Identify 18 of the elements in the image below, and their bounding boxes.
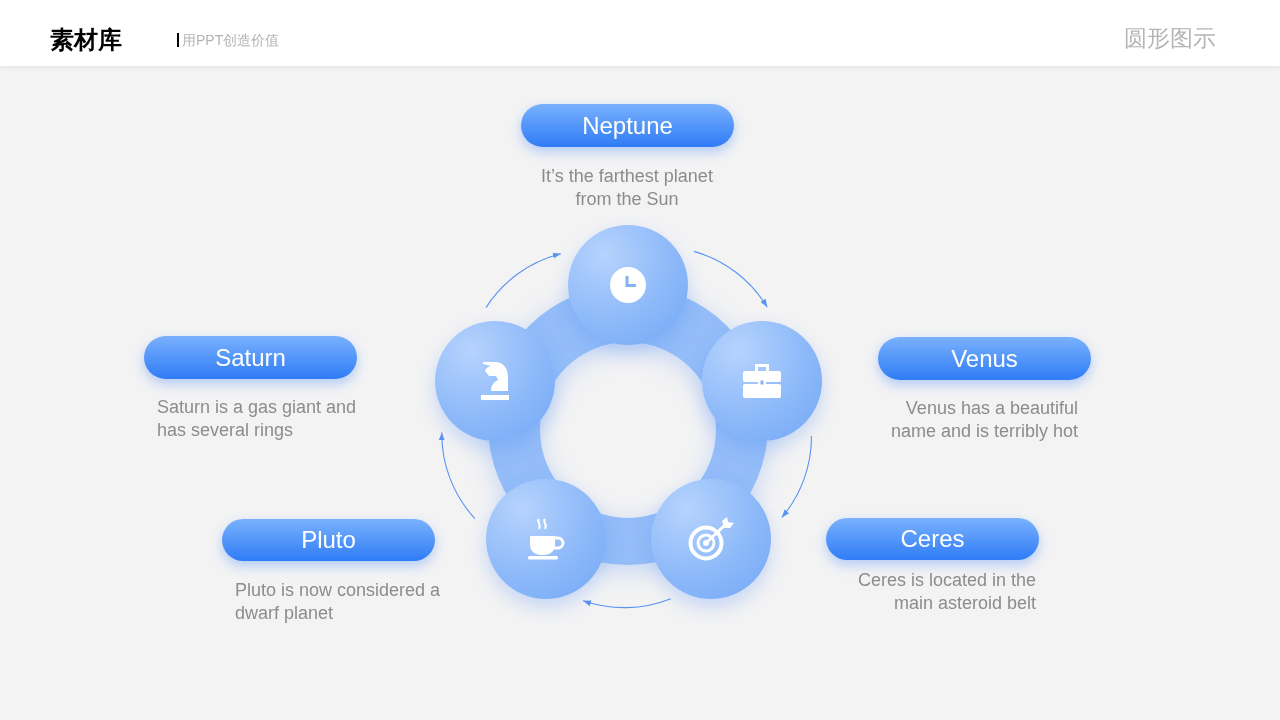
cycle-arrow <box>781 435 813 518</box>
planet-name: Saturn <box>215 343 286 372</box>
description: Pluto is now considered a dwarf planet <box>235 579 442 625</box>
description: Ceres is located in the main asteroid belt <box>856 569 1036 615</box>
page-title: 圆形图示 <box>1124 25 1216 51</box>
description: Venus has a beautiful name and is terribly hot <box>889 397 1078 443</box>
site-name: 素材库 <box>50 27 122 53</box>
description: It’s the farthest planet from the Sun <box>540 165 714 211</box>
cycle-arrow <box>693 250 768 308</box>
planet-name: Pluto <box>301 526 356 554</box>
cycle-arrow <box>439 431 476 520</box>
planet-name: Ceres <box>900 525 965 553</box>
planet-name: Neptune <box>582 111 673 140</box>
tagline: 用PPT创造价值 <box>182 32 280 48</box>
cycle-arrow <box>582 598 672 609</box>
planet-name: Venus <box>951 344 1018 373</box>
cycle-arrow <box>485 253 562 309</box>
description: Saturn is a gas giant and has several rings <box>157 396 358 442</box>
